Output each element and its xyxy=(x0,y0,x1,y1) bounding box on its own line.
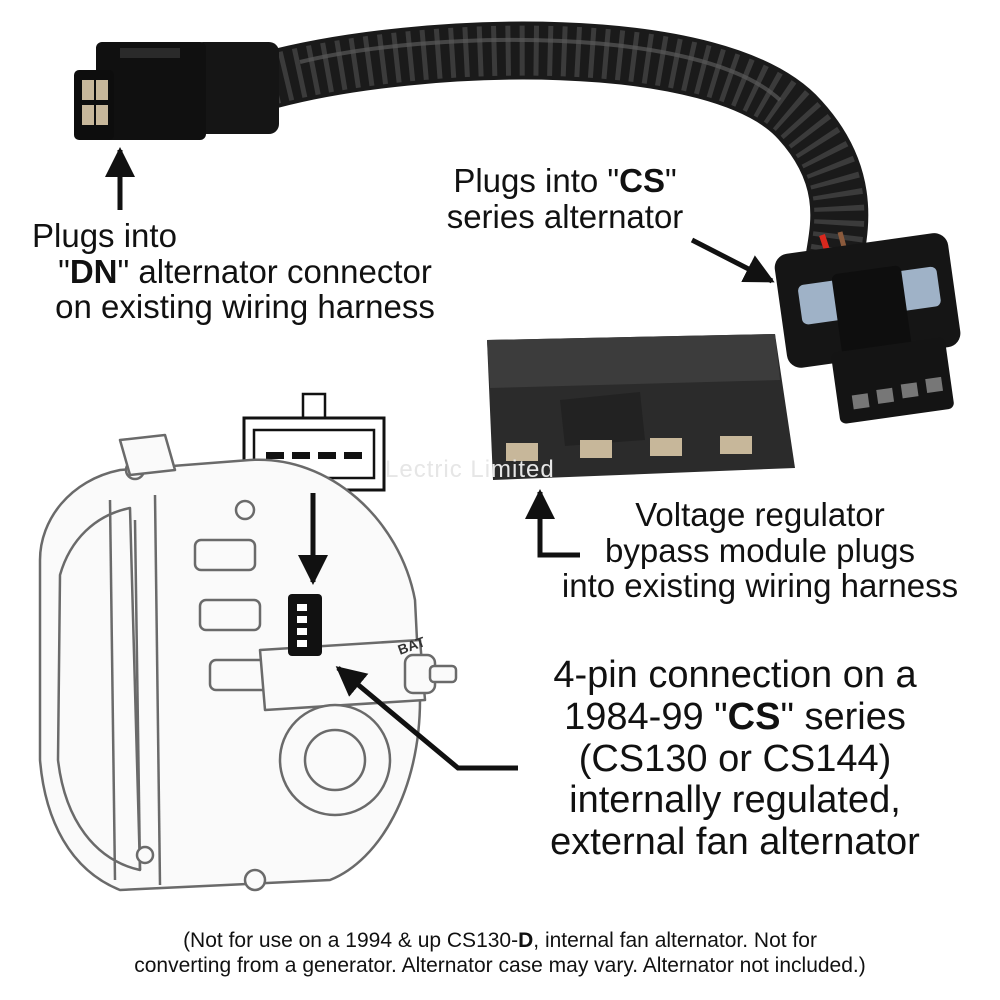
cs-label-line1: Plugs into "CS" xyxy=(453,162,677,199)
regulator-label-line3: into existing wiring harness xyxy=(561,567,959,605)
dn-connector-label: Plugs into "DN" alternator connector on … xyxy=(10,218,480,325)
regulator-label: Voltage regulator bypass module plugs in… xyxy=(520,497,1000,604)
regulator-label-line2: bypass module plugs xyxy=(604,531,916,569)
alternator-drawing: BAT xyxy=(38,433,458,892)
note-bold: D xyxy=(518,929,534,952)
dn-label-line2: "DN" alternator connector xyxy=(58,252,432,290)
cs-label-line2: series alternator xyxy=(446,197,684,235)
pin-label-line4: internally regulated, xyxy=(569,779,901,822)
disclaimer-note: (Not for use on a 1994 & up CS130-D, int… xyxy=(10,928,990,978)
arrow-pin xyxy=(335,666,518,771)
regulator-label-line1: Voltage regulator xyxy=(635,496,885,533)
watermark-text: Lectric Limited xyxy=(385,456,555,483)
note-line2: converting from a generator. Alternator … xyxy=(134,954,866,978)
note-line1: (Not for use on a 1994 & up CS130-D, int… xyxy=(183,929,817,952)
cs-label-bold: CS xyxy=(619,162,665,199)
arrow-cs xyxy=(690,237,775,284)
dn-connector xyxy=(74,42,279,140)
bypass-module xyxy=(487,334,795,480)
dn-label-line1: Plugs into xyxy=(32,217,177,254)
alternator-connector-socket xyxy=(288,594,322,656)
arrow-regulator xyxy=(525,489,580,558)
callout-arrows xyxy=(105,147,775,771)
pin-label-line2: 1984-99 "CS" series xyxy=(564,695,906,738)
cs-connector xyxy=(774,233,961,424)
pin-connection-label: 4-pin connection on a 1984-99 "CS" serie… xyxy=(480,654,990,864)
cs-connector-label: Plugs into "CS" series alternator xyxy=(400,163,730,234)
pin-label-line3: (CS130 or CS144) xyxy=(578,737,892,780)
pin-label-line5: external fan alternator xyxy=(550,821,920,864)
dn-label-line3: on existing wiring harness xyxy=(55,288,435,326)
pin-label-line1: 4-pin connection on a xyxy=(553,654,917,696)
dn-label-bold: DN xyxy=(69,252,118,290)
pin-label-bold: CS xyxy=(727,695,781,738)
